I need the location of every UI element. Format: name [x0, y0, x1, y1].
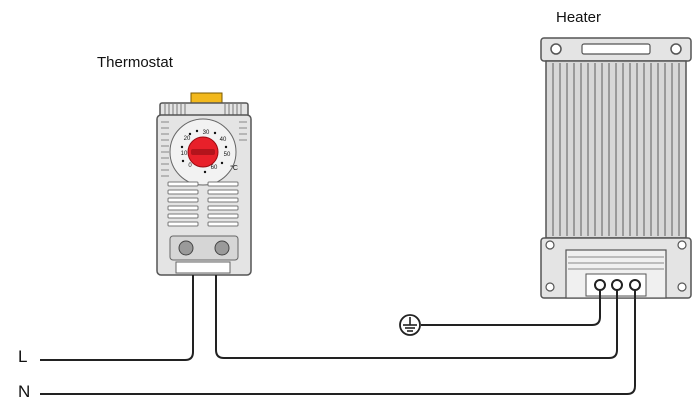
- wire-line-out: [215, 275, 618, 359]
- wire-neutral: [40, 290, 636, 395]
- dial-scale-40: 40: [220, 137, 227, 143]
- cable-entry: [175, 261, 231, 274]
- heater-top-slot: [581, 43, 651, 55]
- ground-symbol-icon: [399, 314, 421, 336]
- heater-mount-hole-top-left: [550, 43, 562, 55]
- heater-label: Heater: [556, 9, 602, 26]
- thermostat-label: Thermostat: [97, 54, 173, 71]
- dial-knob-slot: [191, 149, 215, 155]
- heater-terminal-earth: [594, 279, 606, 291]
- heater-mount-hole-bottom-right: [677, 240, 687, 250]
- terminal-screw-2: [214, 240, 230, 256]
- neutral-terminal-label: N: [18, 382, 31, 401]
- dial-scale-50: 50: [224, 152, 231, 158]
- terminal-screw-1: [178, 240, 194, 256]
- thermostat-vents: [167, 181, 239, 227]
- dial-scale-20: 20: [184, 136, 191, 142]
- wire-line-in: [40, 275, 194, 361]
- dial-scale-30: 30: [203, 130, 210, 136]
- heater: [540, 37, 692, 299]
- wire-earth: [421, 290, 601, 326]
- heater-mount-hole-lower-left: [545, 282, 555, 292]
- heater-terminal-l: [611, 279, 623, 291]
- heater-mount-hole-top-right: [670, 43, 682, 55]
- heater-mount-hole-lower-right: [677, 282, 687, 292]
- dial-unit-label: °C: [230, 164, 238, 172]
- heater-mount-hole-bottom-left: [545, 240, 555, 250]
- line-terminal-label: L: [18, 347, 28, 366]
- dial-scale-0: 0: [188, 163, 192, 169]
- thermostat: 30 40 50 60 0 10 20 °C: [156, 92, 252, 276]
- dial-scale-60: 60: [211, 165, 218, 171]
- dial-scale-10: 10: [181, 151, 188, 157]
- heater-terminal-n: [629, 279, 641, 291]
